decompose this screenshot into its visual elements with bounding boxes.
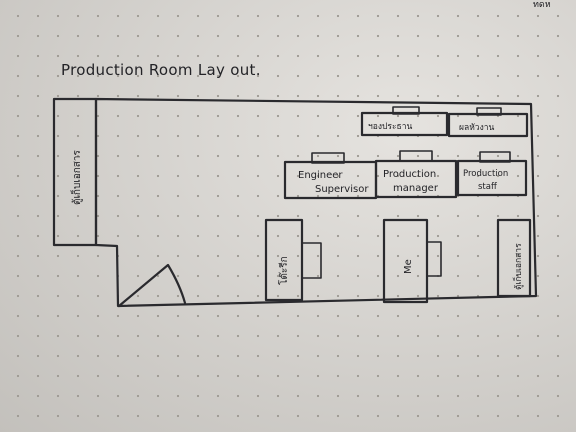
desk-top-right-label: ผลหัวงาน — [459, 123, 494, 133]
work-table-left-label: โต๊ะรีก — [277, 256, 290, 285]
desk-top-right — [447, 112, 529, 138]
engineer-label-line1: Engineer — [298, 170, 343, 181]
production-staff-label-line1: Production — [463, 169, 508, 179]
left-cabinet — [52, 97, 98, 247]
production-manager-label-line1: Production — [383, 169, 436, 180]
desk-top-left-label: ฯองประธาน — [368, 122, 413, 132]
engineer-label-line2: Supervisor — [315, 184, 369, 195]
production-manager-label-line2: manager — [393, 183, 439, 194]
desk-production-manager — [374, 159, 458, 199]
right-cabinet — [496, 218, 532, 298]
corner-note: ทดห — [533, 0, 551, 10]
chair-work-table-me — [426, 241, 442, 277]
desk-production-staff — [456, 159, 528, 197]
production-staff-label-line2: staff — [478, 182, 498, 192]
diagram-title: Production Room Lay out. — [61, 61, 261, 79]
door — [117, 263, 187, 308]
chair-production-manager — [399, 150, 433, 162]
work-table-me-label: Me — [403, 259, 414, 274]
desk-top-left — [360, 111, 449, 137]
chair-work-table-left — [301, 242, 322, 279]
right-cabinet-label: ตู้เก็บเอกสาร — [512, 243, 524, 290]
left-cabinet-label: ตู้เก็บเอกสาร — [69, 149, 83, 205]
